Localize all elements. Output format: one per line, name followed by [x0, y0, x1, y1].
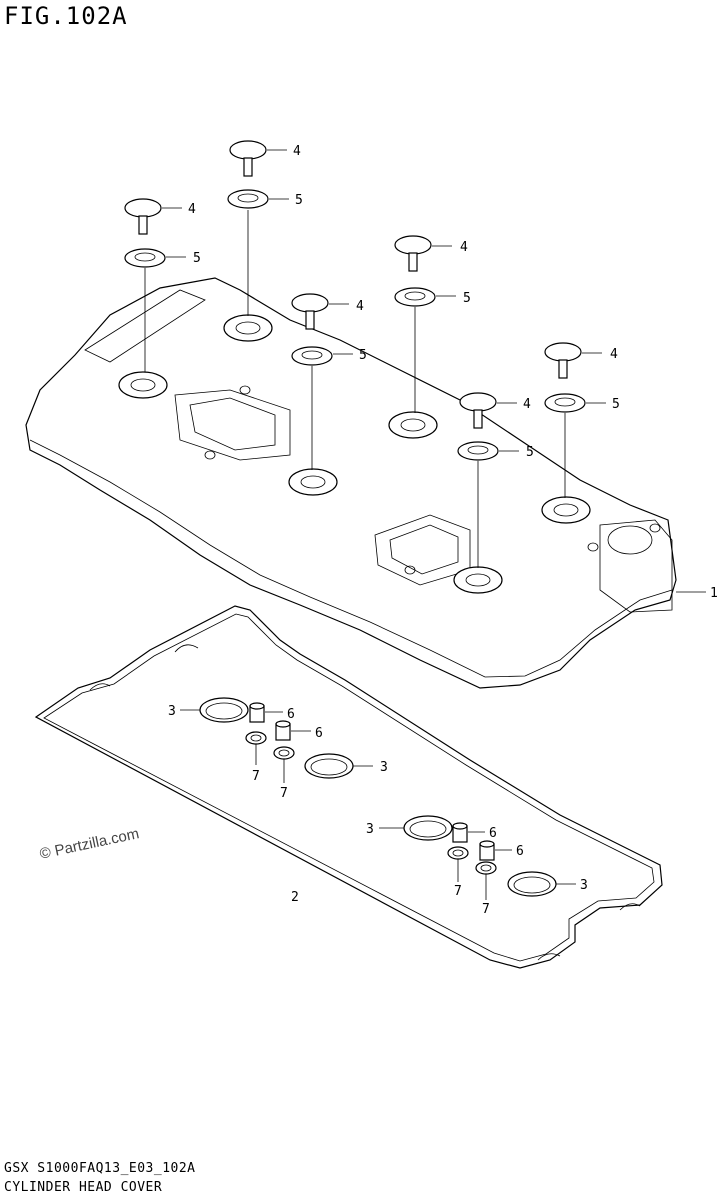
callout-6: 6: [315, 726, 323, 741]
callout-4: 4: [523, 397, 531, 412]
callout-4: 4: [610, 347, 618, 362]
callout-2: 2: [291, 890, 299, 905]
callout-5: 5: [463, 291, 471, 306]
callout-4: 4: [460, 240, 468, 255]
callout-5: 5: [359, 348, 367, 363]
callout-7: 7: [454, 884, 462, 899]
callout-7: 7: [280, 786, 288, 801]
callout-numbers: 1 2 3 3 3 3 4 4 4 4 4 4 5 5 5 5 5 5 6 6 …: [168, 144, 718, 917]
cover-gasket[interactable]: [34, 605, 663, 969]
callout-3: 3: [380, 760, 388, 775]
callout-6: 6: [516, 844, 524, 859]
diagram-title: CYLINDER HEAD COVER: [4, 1180, 163, 1195]
leader-lines: [162, 149, 706, 900]
callout-5: 5: [295, 193, 303, 208]
figure-label: FIG.102A: [4, 2, 128, 30]
callout-6: 6: [287, 707, 295, 722]
callout-3: 3: [366, 822, 374, 837]
assembly-guide-lines: [144, 210, 566, 568]
callout-3: 3: [168, 704, 176, 719]
o-ring[interactable]: [199, 697, 557, 897]
callout-7: 7: [252, 769, 260, 784]
callout-7: 7: [482, 902, 490, 917]
callout-5: 5: [193, 251, 201, 266]
callout-1: 1: [710, 586, 718, 601]
bolt-seal[interactable]: [124, 189, 586, 461]
spark-plug-sleeve[interactable]: [249, 702, 495, 861]
cover-boss: [118, 314, 591, 594]
callout-3: 3: [580, 878, 588, 893]
callout-5: 5: [526, 445, 534, 460]
callout-4: 4: [356, 299, 364, 314]
diagram-code: GSX S1000FAQ13_E03_102A: [4, 1161, 196, 1176]
callout-6: 6: [489, 826, 497, 841]
sleeve-seal[interactable]: [245, 731, 497, 875]
cylinder-head-cover[interactable]: [25, 277, 677, 689]
callout-5: 5: [612, 397, 620, 412]
cover-bolt[interactable]: [124, 140, 582, 429]
callout-4: 4: [293, 144, 301, 159]
callout-4: 4: [188, 202, 196, 217]
